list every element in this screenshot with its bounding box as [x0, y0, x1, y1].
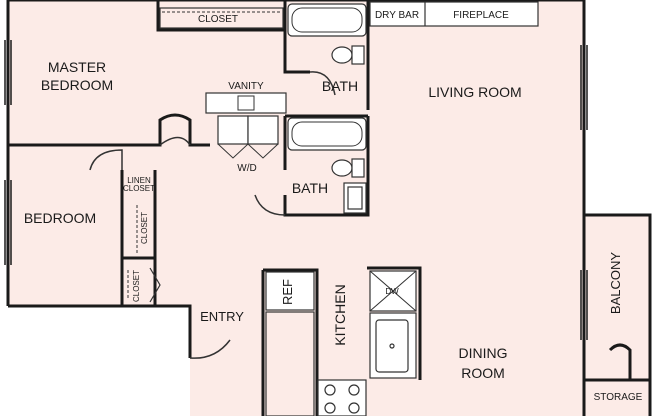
- vanity: [205, 92, 287, 114]
- bathtub-upper: [287, 3, 367, 37]
- label-master-bedroom-2: BEDROOM: [41, 77, 113, 93]
- label-entry: ENTRY: [200, 309, 244, 324]
- sink-lower-bath: [343, 182, 367, 214]
- door-swings: [89, 71, 336, 359]
- closet-top: [159, 7, 284, 29]
- label-closet-top: CLOSET: [198, 14, 238, 25]
- label-closet-vertical: CLOSET: [140, 212, 149, 244]
- label-closet-entry: CLOSET: [132, 270, 141, 302]
- dishwasher: [369, 270, 417, 312]
- walls: [6, 0, 652, 416]
- dry-bar-fireplace: [369, 1, 539, 27]
- washer-dryer: [217, 115, 279, 159]
- label-ref: REF: [280, 279, 295, 305]
- label-balcony: BALCONY: [608, 252, 623, 314]
- label-linen-closet-1: LINEN: [127, 176, 151, 185]
- label-wd: W/D: [237, 163, 256, 174]
- kitchen-counter: [265, 311, 315, 416]
- label-dining-2: ROOM: [461, 365, 505, 381]
- toilet-upper: [331, 45, 365, 65]
- closet-rods: [127, 205, 138, 300]
- label-master-bedroom-1: MASTER: [48, 59, 106, 75]
- kitchen-sink: [369, 312, 417, 379]
- label-dw: DW: [385, 287, 399, 296]
- bifold-door: [149, 267, 161, 303]
- label-vanity: VANITY: [228, 81, 264, 92]
- label-bath-upper: BATH: [322, 78, 358, 94]
- label-dining-1: DINING: [459, 345, 508, 361]
- label-storage: STORAGE: [594, 392, 643, 403]
- refrigerator: [265, 271, 315, 311]
- label-dry-bar: DRY BAR: [375, 10, 419, 21]
- windows: [4, 40, 588, 340]
- label-kitchen: KITCHEN: [332, 284, 348, 345]
- label-linen-closet-2: CLOSET: [123, 184, 155, 193]
- toilet-lower: [331, 158, 365, 178]
- label-bath-lower: BATH: [292, 180, 328, 196]
- room-labels: CLOSET DRY BAR FIREPLACE MASTER BEDROOM …: [24, 10, 643, 403]
- stove: [317, 379, 367, 416]
- label-fireplace: FIREPLACE: [453, 10, 509, 21]
- bathtub-lower: [287, 117, 367, 151]
- label-living-room: LIVING ROOM: [428, 84, 521, 100]
- label-bedroom: BEDROOM: [24, 210, 96, 226]
